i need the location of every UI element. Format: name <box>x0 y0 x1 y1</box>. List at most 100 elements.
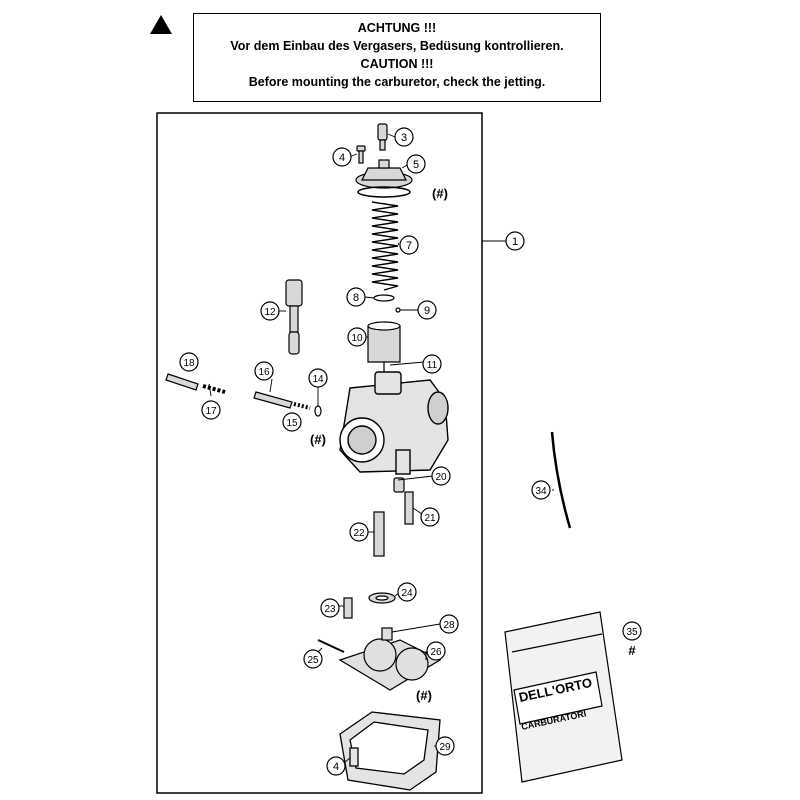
callout-1: 1 <box>505 231 525 251</box>
callout-circle <box>201 400 221 420</box>
hash-note: (#) <box>432 186 448 201</box>
callout-23: 23 <box>320 598 340 618</box>
part-26-29-float <box>338 627 442 691</box>
hash-note: (#) <box>310 432 326 447</box>
callout-15: 15 <box>282 412 302 432</box>
callout-12: 12 <box>260 301 280 321</box>
assembly-frame <box>156 112 483 794</box>
callout-35: 35 <box>622 621 642 641</box>
callout-10: 10 <box>347 327 367 347</box>
callout-circle <box>282 412 302 432</box>
callout-25: 25 <box>303 649 323 669</box>
callout-label: 26 <box>430 647 442 658</box>
part-28-float-bowl <box>339 711 441 791</box>
callout-3: 3 <box>394 127 414 147</box>
callout-circle <box>254 361 274 381</box>
callout-layer: 1345789101112141516171820212223242526282… <box>179 127 642 776</box>
callout-circle <box>420 507 440 527</box>
part-34-hose <box>550 431 572 529</box>
callout-circle <box>622 621 642 641</box>
caution-line-de-text: Vor dem Einbau des Vergasers, Bedüsung k… <box>230 39 564 53</box>
part-25-pin <box>317 639 345 653</box>
callout-circle <box>394 127 414 147</box>
callout-circle <box>417 300 437 320</box>
callout-8: 8 <box>346 287 366 307</box>
callout-circle <box>399 235 419 255</box>
callout-26: 26 <box>426 641 446 661</box>
callout-circle <box>308 368 328 388</box>
callout-label: 5 <box>413 159 419 171</box>
callout-label: 15 <box>286 418 298 429</box>
callout-circle <box>505 231 525 251</box>
callout-label: 25 <box>307 655 319 666</box>
callout-22: 22 <box>349 522 369 542</box>
callout-circle <box>422 354 442 374</box>
callout-label: 21 <box>424 513 436 524</box>
hash-notes: (#)(#)(#)# <box>310 186 636 703</box>
callout-17: 17 <box>201 400 221 420</box>
callout-14: 14 <box>308 368 328 388</box>
part-carburetor-body <box>339 371 449 475</box>
callout-18: 18 <box>179 352 199 372</box>
callout-label: 11 <box>427 360 438 371</box>
callout-circle <box>326 756 346 776</box>
callout-11: 11 <box>422 354 442 374</box>
callout-circle <box>303 649 323 669</box>
callout-label: 23 <box>324 604 336 615</box>
part-16-15-14-idle-screw <box>253 391 322 417</box>
callout-label: 3 <box>401 132 407 144</box>
part-3-adjuster-screw <box>377 123 388 151</box>
part-8-9-clip <box>373 294 401 313</box>
callout-circle <box>320 598 340 618</box>
callout-21: 21 <box>420 507 440 527</box>
callout-label: 7 <box>406 240 412 252</box>
part-20-21-22-jets <box>373 477 414 557</box>
part-4-screw <box>356 145 366 164</box>
callout-circle <box>347 327 367 347</box>
callout-16: 16 <box>254 361 274 381</box>
callout-circle <box>349 522 369 542</box>
callout-34: 34 <box>531 480 551 500</box>
part-gasket <box>357 186 411 198</box>
part-7-spring <box>371 201 399 291</box>
callout-4: 4 <box>332 147 352 167</box>
callout-label: 10 <box>351 333 363 344</box>
callout-20: 20 <box>431 466 451 486</box>
caution-line-en-title: CAUTION !!! <box>360 57 434 71</box>
caution-notice: ACHTUNG !!! Vor dem Einbau des Vergasers… <box>193 13 601 102</box>
callout-9: 9 <box>417 300 437 320</box>
callout-label: 35 <box>626 627 638 638</box>
callout-24: 24 <box>397 582 417 602</box>
callout-label: 28 <box>443 620 455 631</box>
callout-28: 28 <box>439 614 459 634</box>
callout-label: 9 <box>424 305 430 317</box>
callout-label: 22 <box>353 528 365 539</box>
callout-label: 12 <box>264 307 276 318</box>
callout-label: 4 <box>333 761 339 773</box>
part-35-jet-kit-packet: DELL'ORTO CARBURATORI <box>504 611 623 783</box>
callout-circle <box>439 614 459 634</box>
hash-note: (#) <box>416 688 432 703</box>
callout-circle <box>431 466 451 486</box>
callout-label: 20 <box>435 472 447 483</box>
part-18-17-screw-spring <box>165 373 226 394</box>
callout-label: 17 <box>205 406 217 417</box>
callout-circle <box>426 641 446 661</box>
part-23-24-jet-gasket <box>343 592 396 619</box>
caution-line-de-title: ACHTUNG !!! <box>357 21 437 35</box>
callout-label: 14 <box>312 374 324 385</box>
callout-circle <box>435 736 455 756</box>
caution-line-en-text: Before mounting the carburetor, check th… <box>248 75 546 89</box>
callout-label: 16 <box>258 367 270 378</box>
callout-circle <box>531 480 551 500</box>
callout-label: 4 <box>339 152 345 164</box>
callout-circle <box>260 301 280 321</box>
callout-label: 18 <box>183 358 195 369</box>
callout-5: 5 <box>406 154 426 174</box>
callout-circle <box>346 287 366 307</box>
callout-7: 7 <box>399 235 419 255</box>
callout-circle <box>332 147 352 167</box>
callout-label: 1 <box>512 236 518 248</box>
